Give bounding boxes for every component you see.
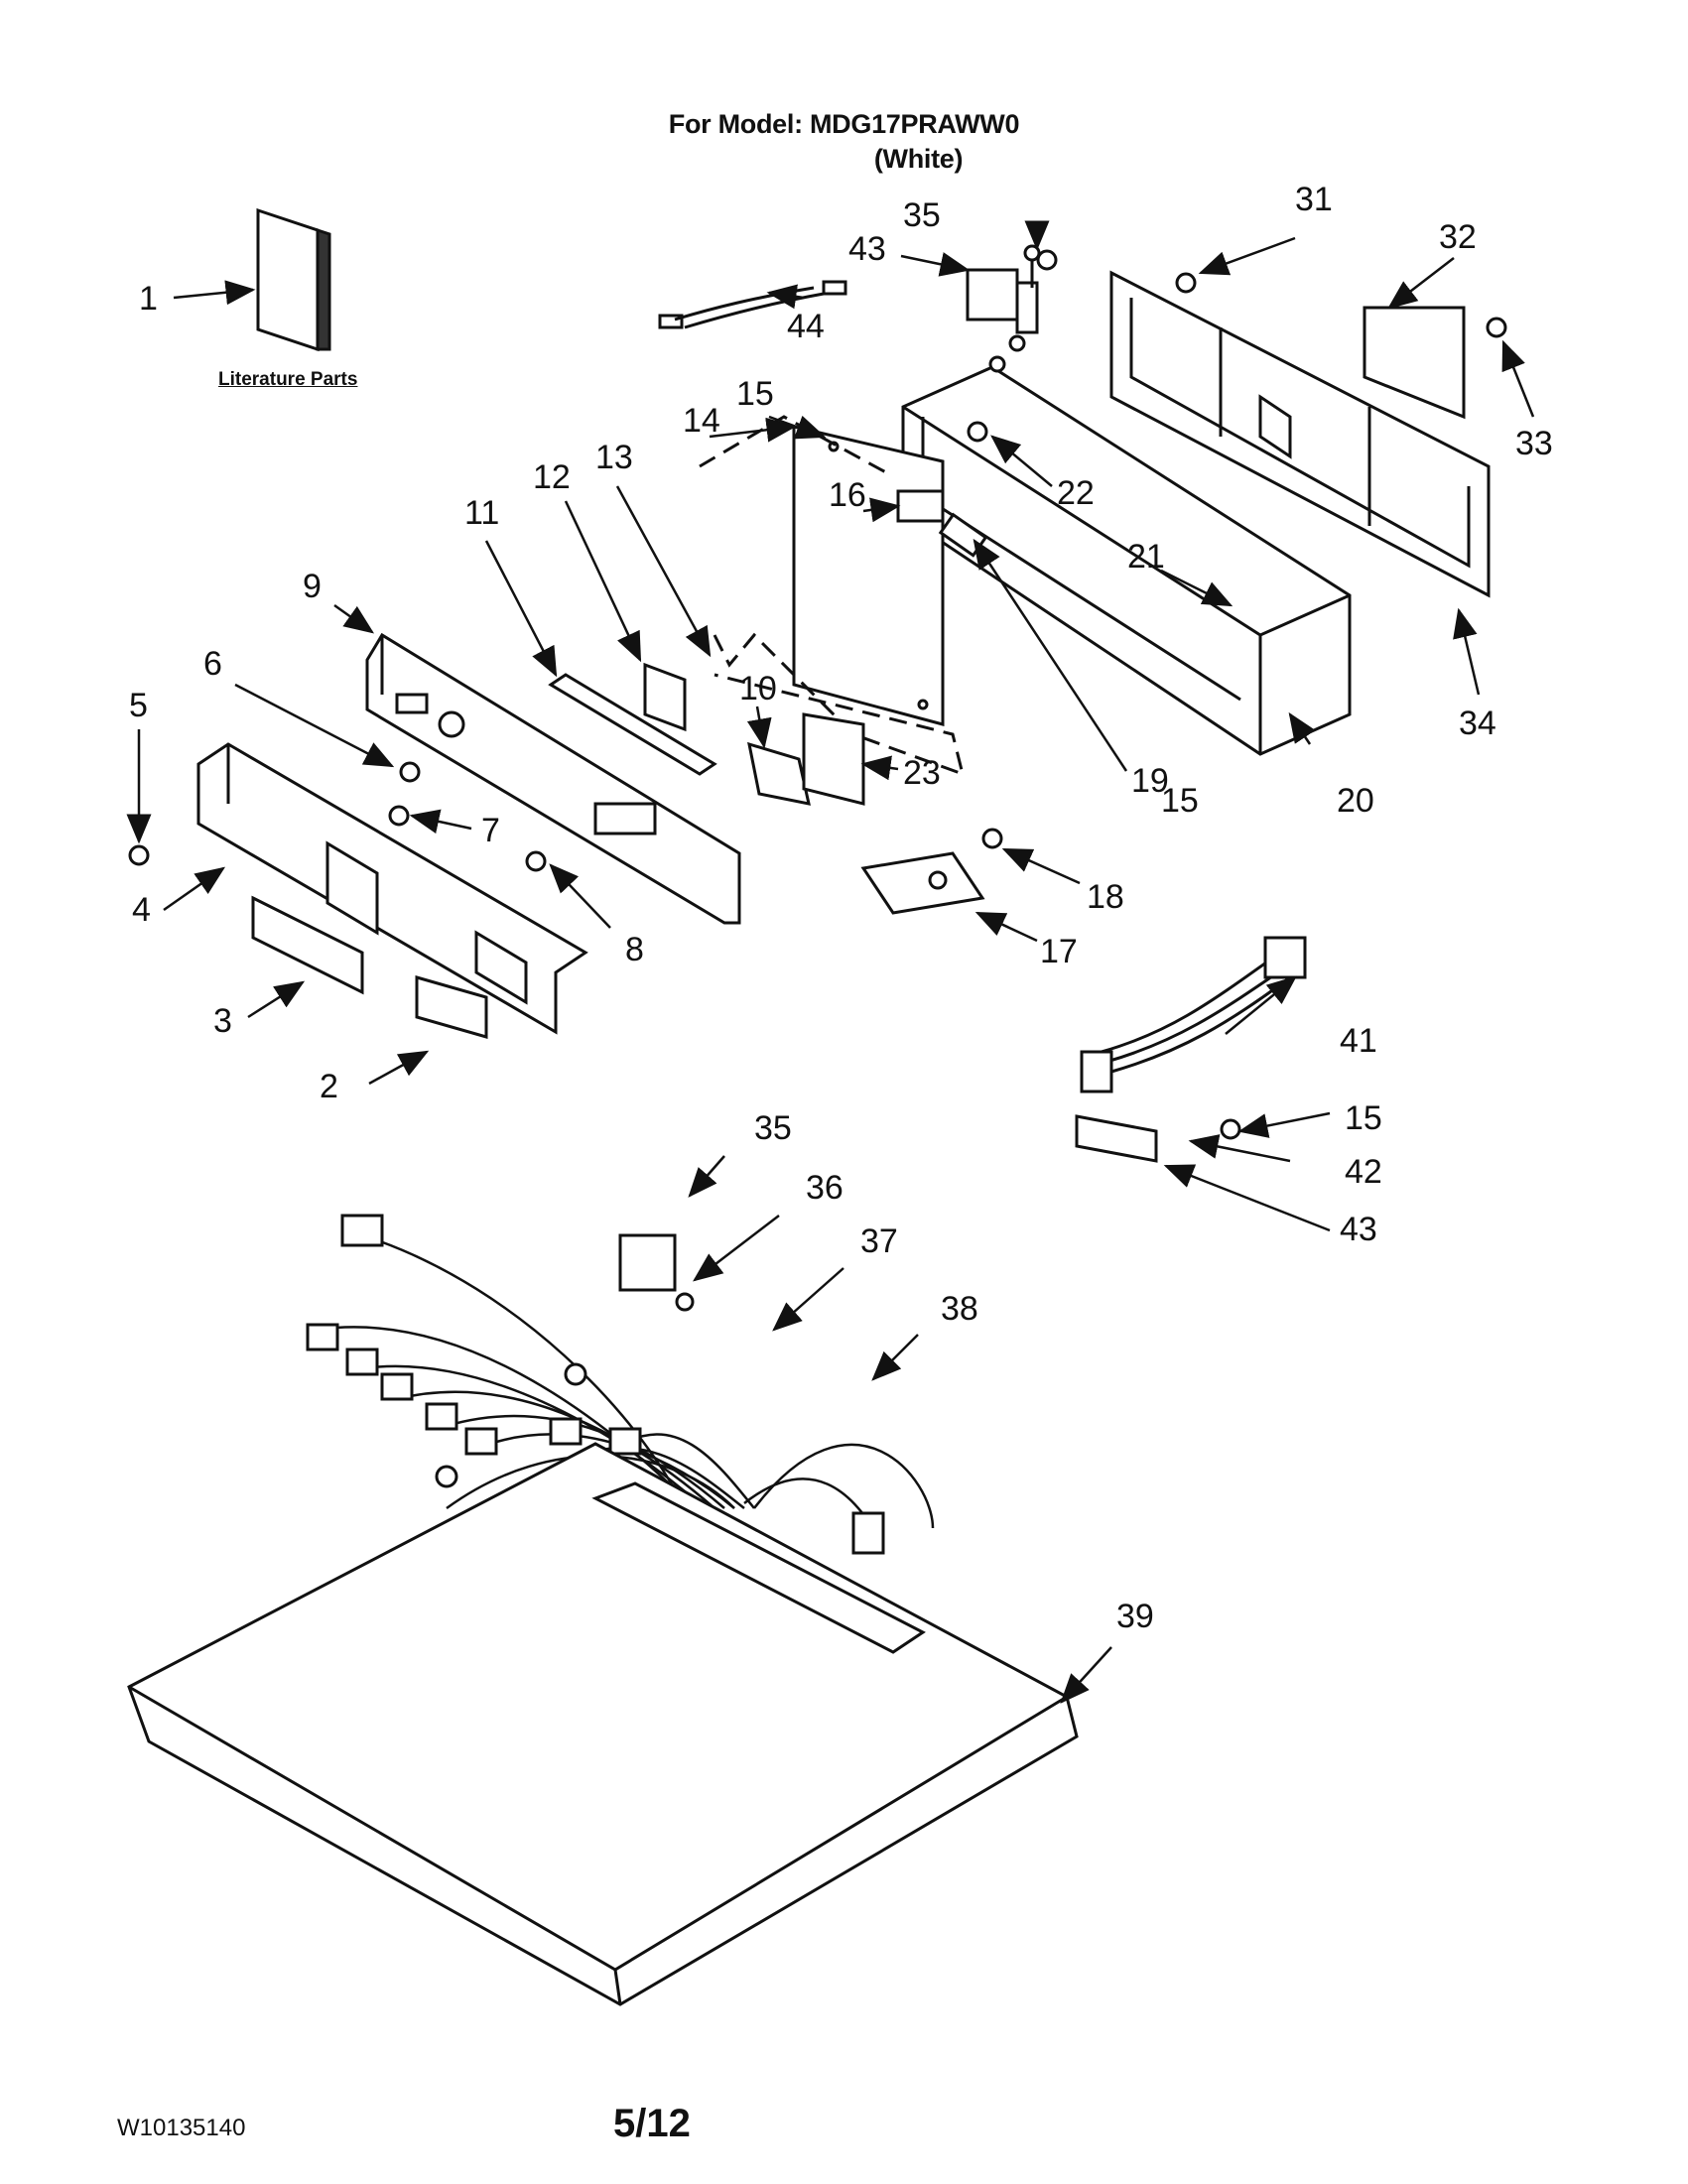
callout-3: 3 xyxy=(213,1002,232,1040)
callout-37: 37 xyxy=(860,1222,898,1260)
callout-6: 6 xyxy=(203,645,222,683)
literature-booklet xyxy=(256,207,331,352)
top-panel-39 xyxy=(127,1442,1079,2006)
rear-panel-34 xyxy=(1109,270,1491,598)
page-number: 5/12 xyxy=(613,2102,691,2145)
wire-harness-44 xyxy=(658,280,847,329)
switch-10 xyxy=(747,741,811,806)
callout-35a: 35 xyxy=(903,196,941,234)
overlay-2 xyxy=(415,975,488,1039)
callout-17: 17 xyxy=(1040,933,1078,970)
callout-34: 34 xyxy=(1459,705,1496,742)
board-32 xyxy=(1363,306,1466,420)
callout-numbers: 1 2 3 4 5 6 7 8 9 10 11 12 13 14 15 16 1… xyxy=(129,181,1553,1635)
callout-22: 22 xyxy=(1057,474,1095,512)
callout-20: 20 xyxy=(1337,782,1374,820)
callout-10: 10 xyxy=(739,670,777,707)
callout-21: 21 xyxy=(1127,538,1165,576)
part-42 xyxy=(1075,1114,1158,1163)
relay-43 xyxy=(966,244,1041,334)
callout-18: 18 xyxy=(1087,878,1124,916)
terminals-38 xyxy=(306,1214,885,1555)
transformer-36 xyxy=(618,1233,695,1312)
connector-16 xyxy=(896,489,945,523)
callout-32: 32 xyxy=(1439,218,1477,256)
callout-8: 8 xyxy=(625,931,644,968)
light-bar-11 xyxy=(548,673,717,776)
callout-13: 13 xyxy=(595,439,633,476)
callout-35b: 35 xyxy=(754,1109,792,1147)
callout-23: 23 xyxy=(903,754,941,792)
callout-1: 1 xyxy=(139,280,158,318)
board-23 xyxy=(802,712,865,806)
model-color: (White) xyxy=(873,144,964,174)
screws xyxy=(128,249,1507,1140)
harness-40 xyxy=(1080,936,1307,1093)
document-number: W10135140 xyxy=(117,2115,246,2141)
callout-11: 11 xyxy=(464,494,499,532)
callout-16: 16 xyxy=(829,476,866,514)
callout-33: 33 xyxy=(1515,425,1553,462)
literature-parts-label: Literature Parts xyxy=(218,369,358,390)
callout-15c: 15 xyxy=(1345,1099,1382,1137)
callout-44: 44 xyxy=(787,308,825,345)
callout-43: 43 xyxy=(848,230,886,268)
callout-12: 12 xyxy=(533,458,571,496)
callout-9: 9 xyxy=(303,568,322,605)
callout-39: 39 xyxy=(1116,1598,1154,1635)
callout-36: 36 xyxy=(806,1169,844,1207)
callout-5: 5 xyxy=(129,687,148,724)
model-title: For Model: MDG17PRAWW0 xyxy=(668,109,1020,139)
leader-lines xyxy=(126,220,1535,1704)
callout-7: 7 xyxy=(481,812,500,849)
console-panel-9 xyxy=(365,632,741,925)
callout-19: 19 xyxy=(1131,762,1169,800)
button-strip-3 xyxy=(251,895,364,995)
callout-4: 4 xyxy=(132,891,151,929)
callout-15b: 15 xyxy=(1161,782,1199,820)
control-panel-4 xyxy=(196,742,588,1035)
callout-41: 42 xyxy=(1345,1153,1382,1191)
callout-14: 14 xyxy=(683,402,720,440)
callout-31: 31 xyxy=(1295,181,1333,218)
bracket-17 xyxy=(860,851,985,915)
board-12 xyxy=(643,662,687,732)
control-board-14 xyxy=(792,425,945,726)
callout-38: 38 xyxy=(941,1290,978,1328)
callout-42: 43 xyxy=(1340,1211,1377,1248)
callout-2: 2 xyxy=(320,1068,338,1105)
callout-15a: 15 xyxy=(736,375,774,413)
callout-40: 41 xyxy=(1340,1022,1377,1060)
dashed-assembly-outline xyxy=(699,415,966,777)
